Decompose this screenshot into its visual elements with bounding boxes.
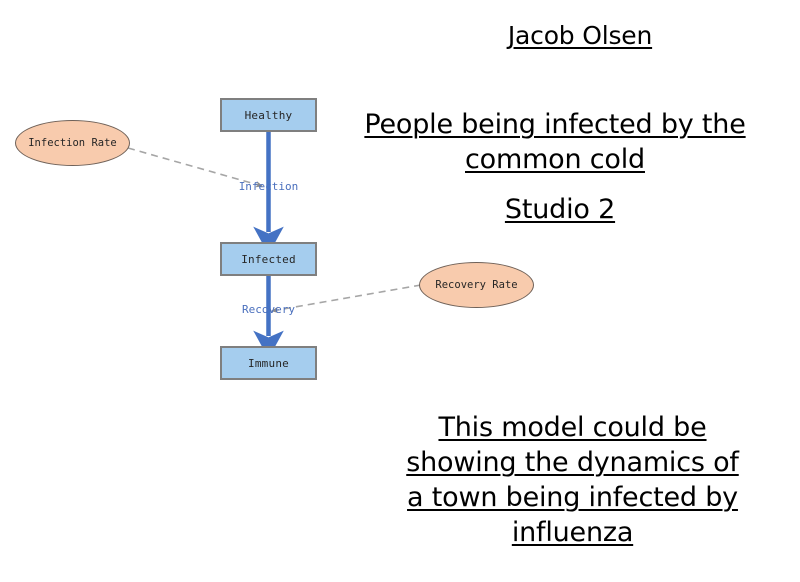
studio-label-line: Studio 2 [504,194,616,225]
converter-infection-rate[interactable]: Infection Rate [15,120,130,166]
converter-recovery-rate[interactable]: Recovery Rate [419,262,534,308]
stock-immune-label: Immune [248,356,289,370]
model-caption-line-3: a town being infected by [407,482,738,514]
studio-label: Studio 2 [400,192,720,227]
subject-title-line-2: common cold [465,144,645,176]
author-name-line: Jacob Olsen [507,21,653,50]
model-caption-line-4: influenza [511,517,634,549]
stock-infected[interactable]: Infected [220,242,317,276]
subject-title-line-1: People being infected by the [364,109,746,140]
flow-label-infection[interactable]: Infection [238,180,299,193]
stock-infected-label: Infected [241,252,296,266]
model-caption-line-2: showing the dynamics of [406,447,739,479]
converter-recovery-rate-label: Recovery Rate [435,278,518,291]
stock-healthy[interactable]: Healthy [220,98,317,132]
stock-healthy-label: Healthy [244,108,293,122]
model-caption: This model could be showing the dynamics… [385,410,760,550]
converter-infection-rate-label: Infection Rate [28,136,117,149]
connector-recovery-rate [271,284,422,314]
author-name: Jacob Olsen [420,20,740,53]
subject-title: People being infected by the common cold [350,107,760,177]
stock-immune[interactable]: Immune [220,346,317,380]
flow-label-recovery[interactable]: Recovery [242,303,295,316]
model-caption-line-1: This model could be [438,412,707,443]
